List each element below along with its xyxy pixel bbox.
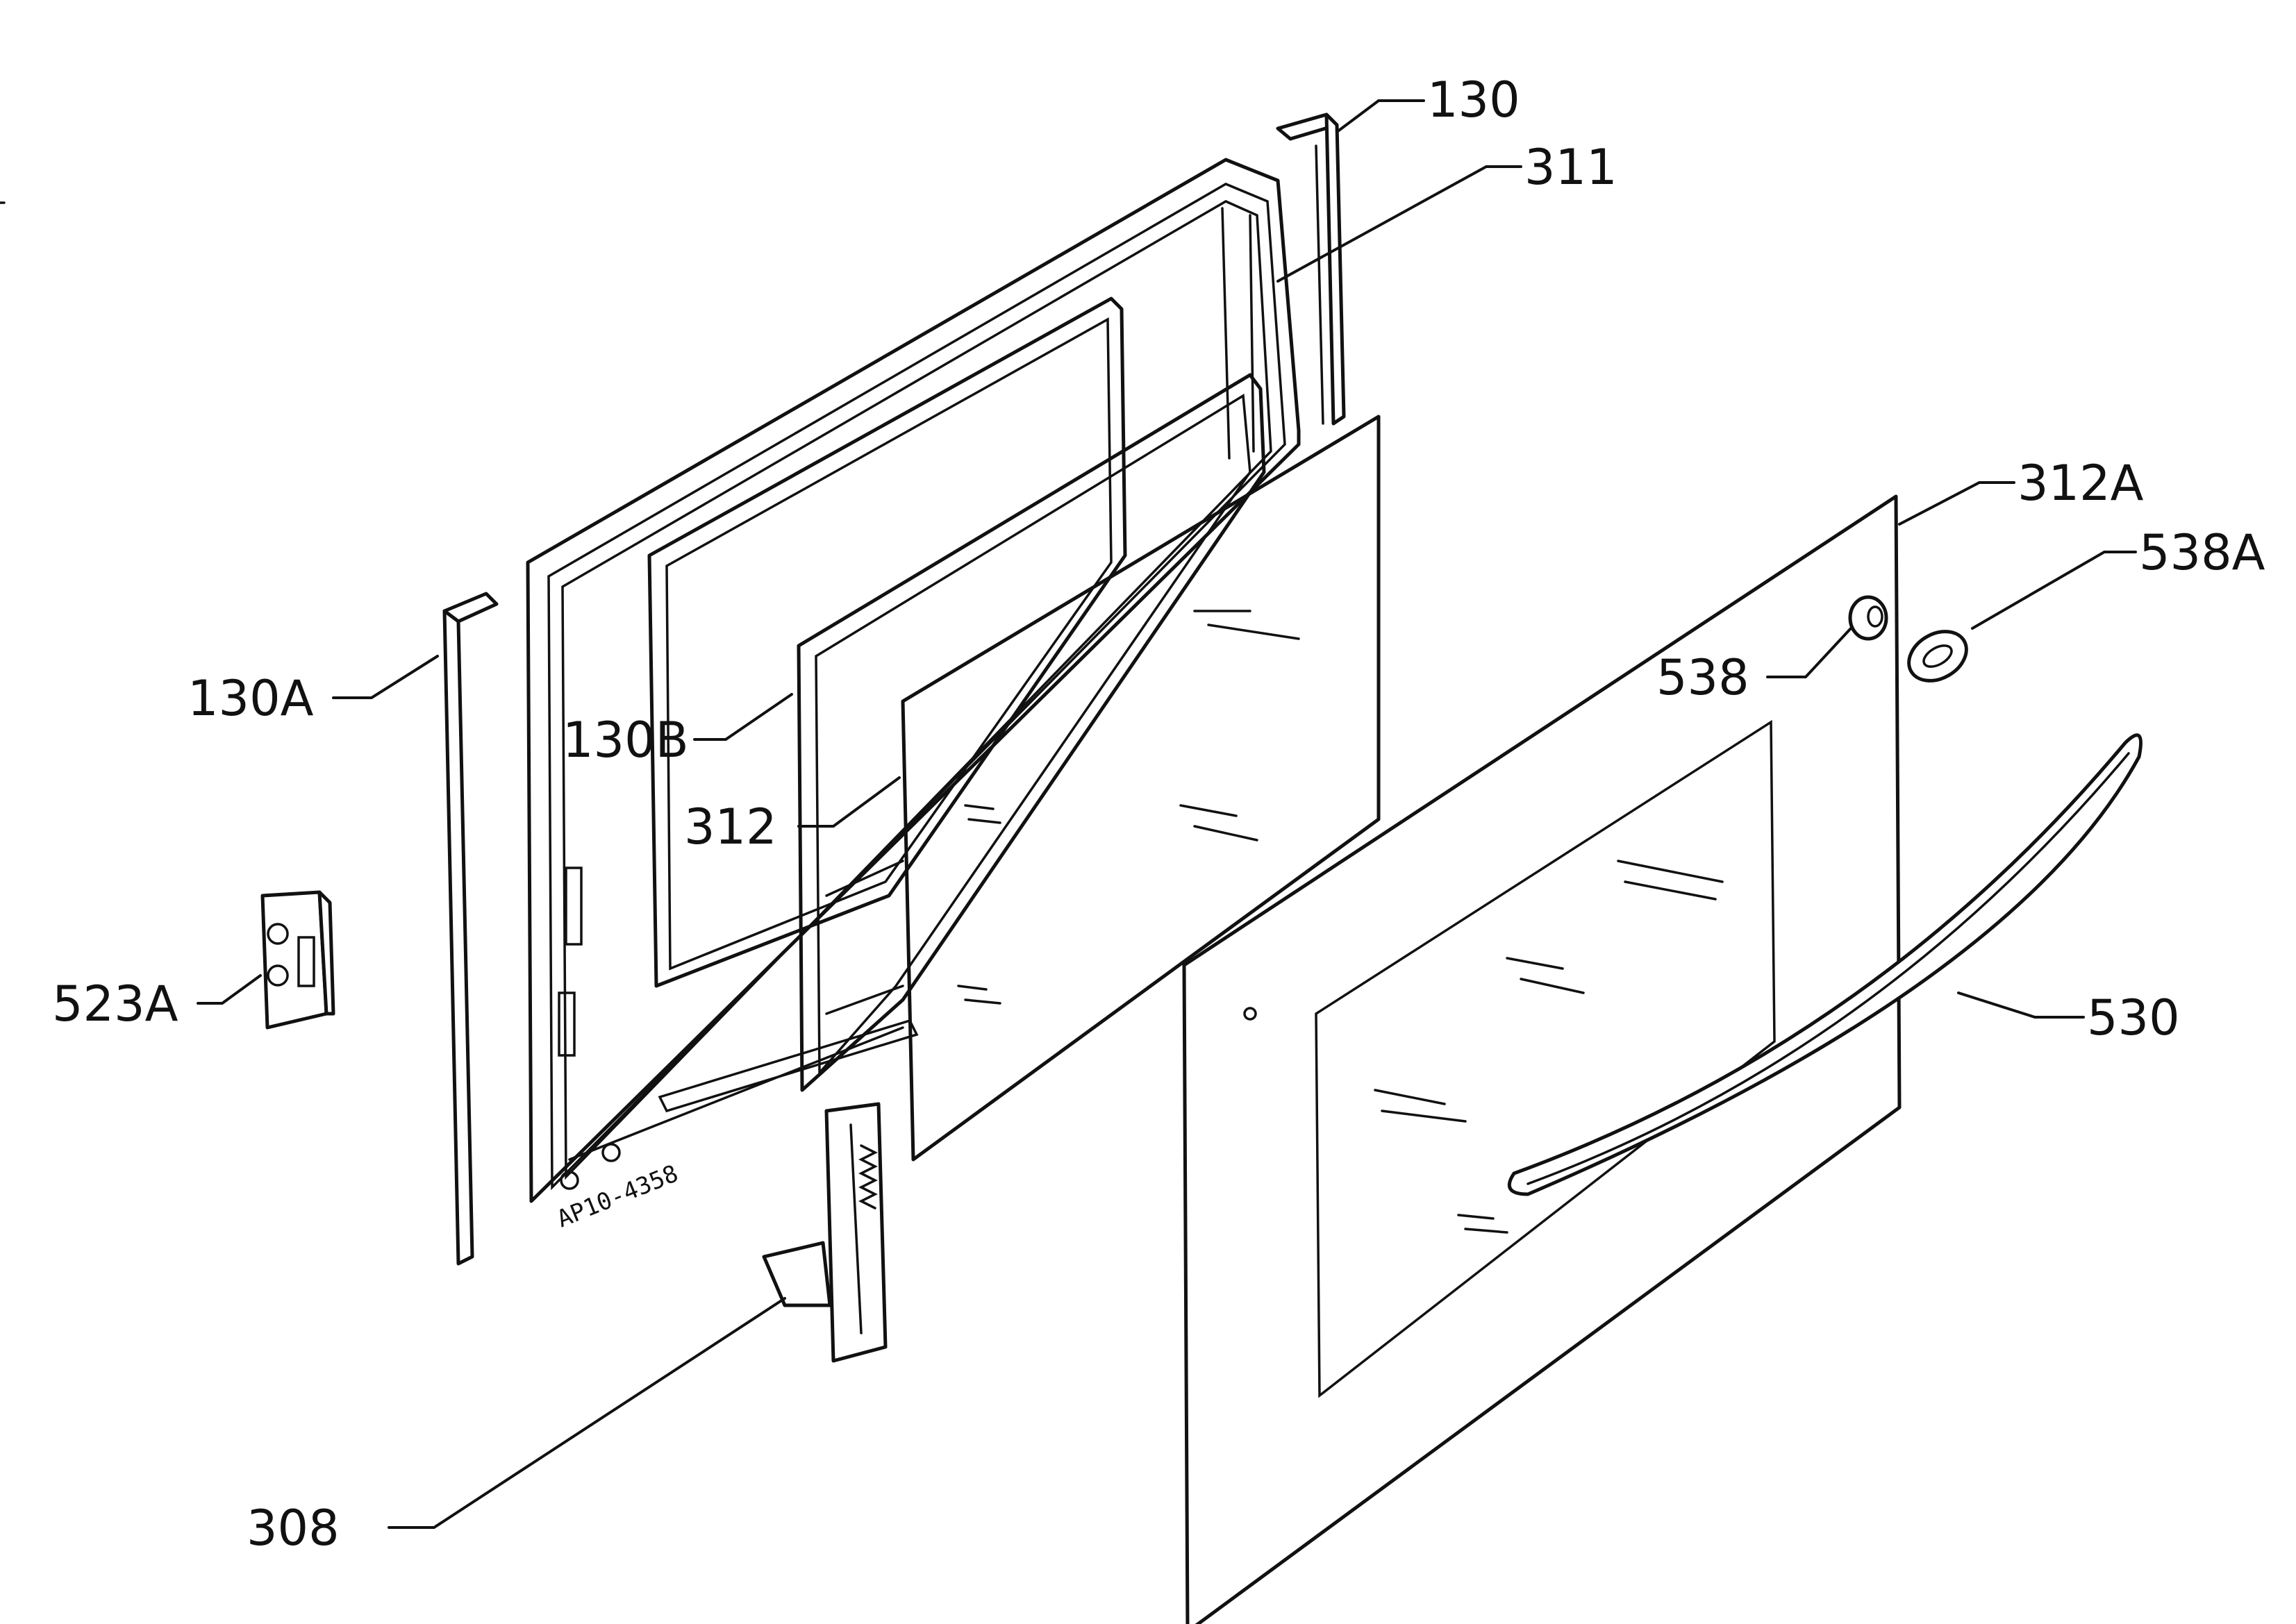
part-538-knob xyxy=(1848,595,1888,641)
leader-130A xyxy=(332,655,439,699)
leader-130 xyxy=(1336,99,1425,133)
leader-311 xyxy=(1276,165,1522,283)
leader-lines xyxy=(197,99,2137,1529)
part-312-glass xyxy=(901,415,1381,1162)
leader-523A xyxy=(197,974,262,1005)
callout-labels: 130 311 312A 538A 538 130A 130B 312 523A… xyxy=(52,72,2265,1557)
part-311-frame xyxy=(526,158,1301,1203)
callout-312A: 312A xyxy=(2018,455,2144,512)
leader-530 xyxy=(1957,991,2085,1019)
callout-538: 538 xyxy=(1656,649,1749,706)
callout-308: 308 xyxy=(247,1500,340,1557)
callout-312: 312 xyxy=(684,798,777,855)
part-308-hinge xyxy=(762,1102,888,1363)
part-130-strip xyxy=(1276,112,1346,426)
part-312A-outer-glass xyxy=(1182,494,1902,1624)
part-523A-bracket xyxy=(260,890,335,1030)
part-312-gasket xyxy=(797,373,1266,1092)
leader-312A xyxy=(1898,481,2015,526)
leader-538 xyxy=(1766,627,1852,678)
callout-130: 130 xyxy=(1427,72,1520,128)
callout-538A: 538A xyxy=(2139,524,2265,581)
part-530-handle xyxy=(1507,733,2143,1196)
leader-312 xyxy=(797,776,901,828)
leader-538A xyxy=(1971,551,2137,630)
leader-308 xyxy=(388,1297,786,1529)
part-130A-strip xyxy=(442,592,499,1266)
part-130B-gasket xyxy=(647,296,1127,988)
callout-130A: 130A xyxy=(188,670,314,727)
callout-130B: 130B xyxy=(563,712,689,769)
callout-311: 311 xyxy=(1524,139,1617,196)
callout-523A: 523A xyxy=(52,976,178,1032)
leader-130B xyxy=(693,693,793,741)
callout-530: 530 xyxy=(2087,989,2180,1046)
part-538A-cover xyxy=(1907,630,1968,683)
